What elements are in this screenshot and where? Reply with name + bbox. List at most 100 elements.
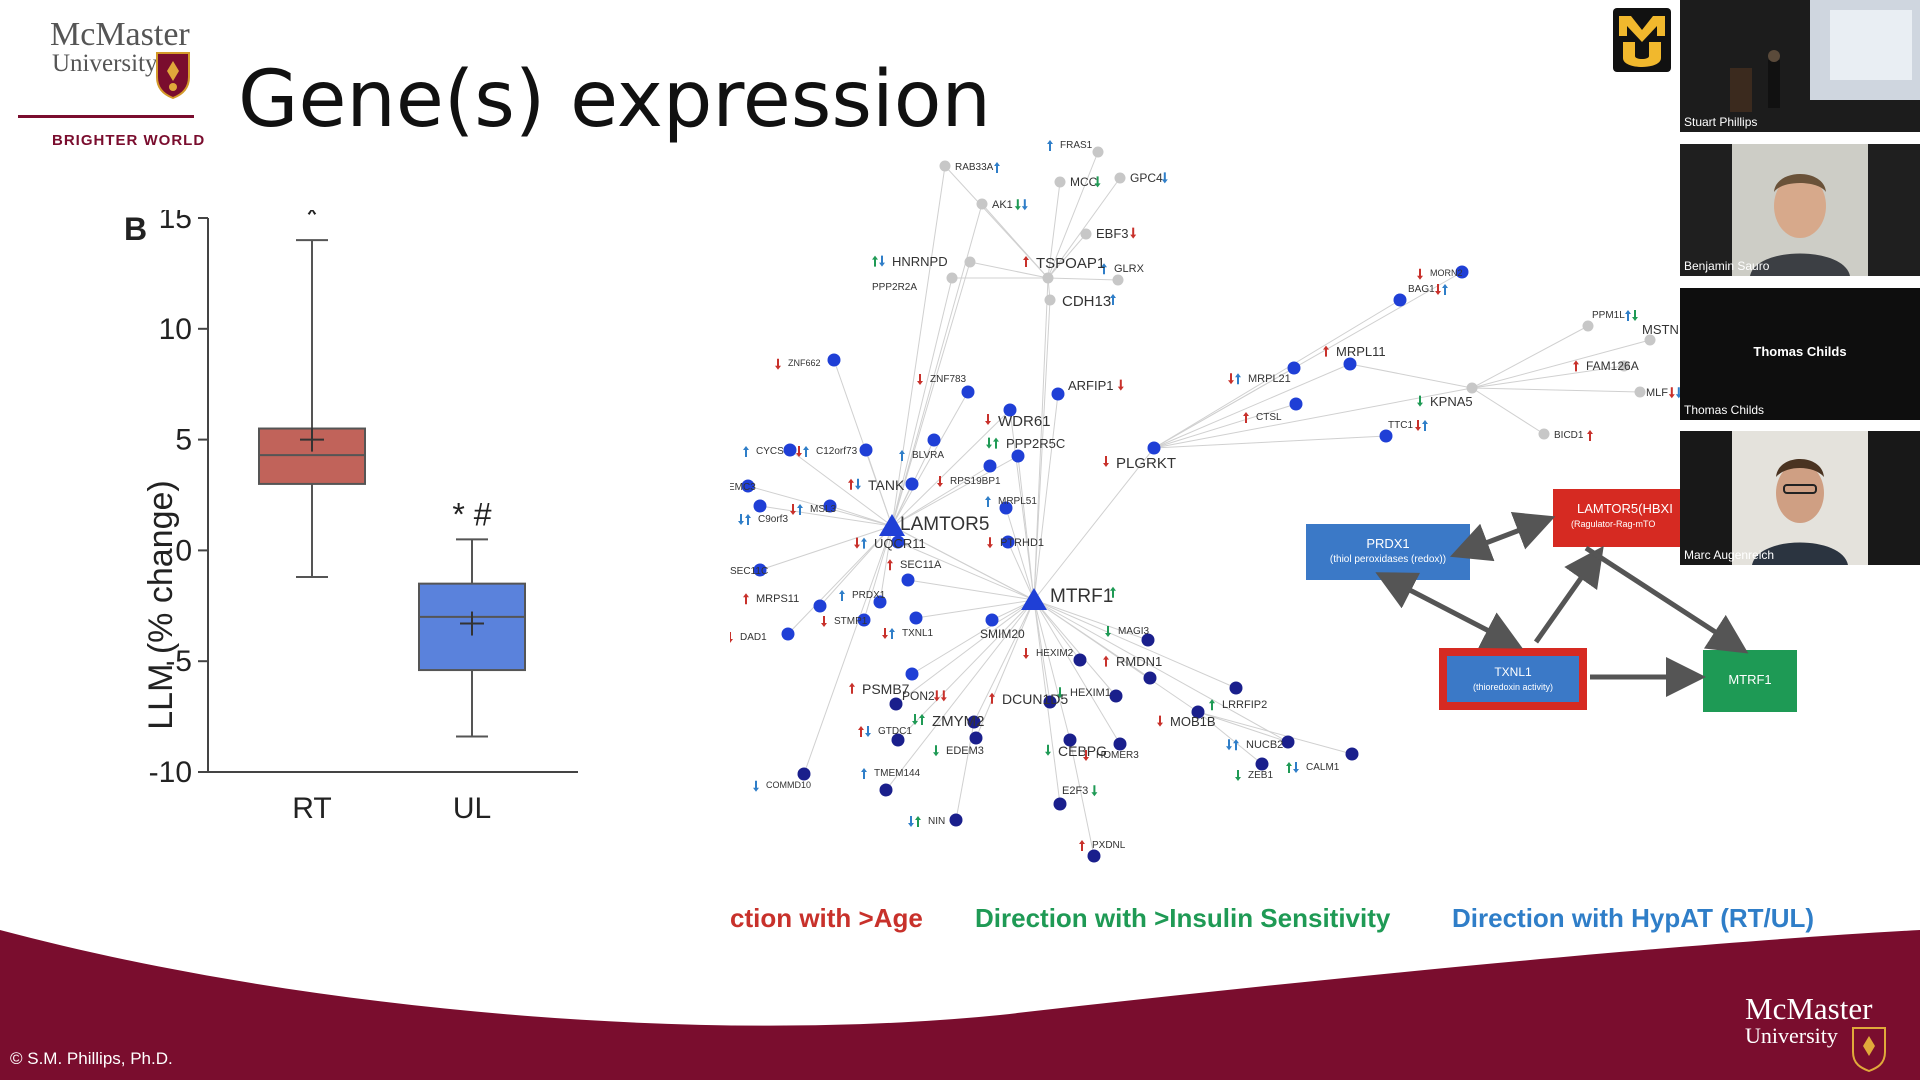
network-edge — [891, 261, 971, 527]
arrow-down-icon — [908, 816, 914, 827]
arrow-down-icon — [1021, 199, 1028, 211]
node-label: PPP2R5C — [1006, 436, 1065, 451]
node-dot — [1042, 272, 1054, 284]
txnl1-subtitle: (thioredoxin activity) — [1472, 682, 1554, 692]
node-dot — [1582, 320, 1594, 332]
network-edge — [759, 525, 893, 571]
node-label: PSMB7 — [862, 681, 910, 697]
network-edge — [1033, 277, 1049, 601]
node-dot — [753, 563, 767, 577]
gene-node-sec11c: SEC11C — [730, 563, 768, 577]
gene-node-mob1b: MOB1B — [1157, 705, 1216, 729]
network-edge — [1047, 233, 1087, 279]
arrow-up-icon — [1422, 420, 1428, 431]
node-label: PON2 — [902, 689, 935, 703]
arrow-up-icon — [1047, 140, 1053, 151]
node-dot — [1043, 695, 1057, 709]
node-dot — [1092, 146, 1104, 158]
gene-node-magi3: MAGI3 — [1105, 626, 1155, 647]
node-label: C12orf73 — [816, 446, 858, 457]
gene-node-zmym2: ZMYM2 — [912, 713, 985, 730]
y-axis-label: LLM (% change) — [142, 480, 180, 729]
gene-node-sec11a: SEC11A — [887, 559, 942, 587]
arrow-down-icon — [1105, 626, 1111, 637]
participant-tile-3[interactable]: Thomas Childs Thomas Childs — [1680, 288, 1920, 420]
footer-brand-bottom: University — [1745, 1023, 1838, 1048]
arrow-down-icon — [933, 690, 940, 702]
arrow-down-icon — [879, 255, 885, 267]
node-dot — [741, 479, 755, 493]
gene-node-ctsl: CTSL — [1243, 397, 1303, 423]
participant-tile-2[interactable]: Benjamin Sauro — [1680, 144, 1920, 276]
node-label: PRDX1 — [852, 590, 886, 601]
network-edge — [829, 505, 893, 527]
brand-top: McMaster — [50, 16, 190, 53]
network-edge — [1471, 339, 1651, 389]
node-dot — [1147, 441, 1161, 455]
node-label: AK1 — [992, 199, 1013, 211]
arrow-down-icon — [1235, 770, 1241, 781]
participant-tile-1[interactable]: Stuart Phillips — [1680, 0, 1920, 132]
gene-node-lrrfip2: LRRFIP2 — [1209, 681, 1267, 711]
node-label: C9orf3 — [758, 514, 788, 525]
arrow-up-icon — [849, 682, 855, 694]
network-edge — [885, 599, 1035, 791]
node-label: BLVRA — [912, 450, 944, 461]
network-edge — [975, 599, 1035, 739]
arrow-down-icon — [1293, 762, 1299, 773]
node-label: CDH13 — [1062, 293, 1111, 310]
node-dot — [985, 613, 999, 627]
node-label: PXDNL — [1092, 840, 1126, 851]
arrow-down-icon — [882, 628, 888, 639]
node-dot — [1466, 382, 1478, 394]
node-dot — [1080, 228, 1092, 240]
slide-title: Gene(s) expression — [238, 55, 991, 145]
gene-node-rab33a: RAB33A — [939, 160, 1000, 173]
network-edge — [747, 485, 893, 527]
arrow-down-icon — [917, 374, 923, 385]
crest-icon — [156, 52, 190, 99]
arrow-down-icon — [985, 414, 991, 425]
gene-node-wdr61: WDR61 — [985, 403, 1051, 430]
arrow-down-icon — [986, 437, 992, 449]
legend-age: ction with >Age — [730, 903, 923, 933]
network-edge — [1033, 599, 1289, 743]
node-dot — [797, 767, 811, 781]
participant-tile-4[interactable]: Marc Augenreich — [1680, 431, 1920, 565]
prdx1-title: PRDX1 — [1366, 536, 1410, 551]
node-dot — [946, 272, 958, 284]
gene-node-txnl1: TXNL1 — [882, 611, 934, 639]
participant-name: Marc Augenreich — [1684, 548, 1775, 562]
y-tick-label: 15 — [159, 210, 192, 235]
gene-node-mtrf1: MTRF1 — [1021, 586, 1116, 610]
network-edge — [1033, 599, 1121, 745]
mtrf1-title: MTRF1 — [1728, 672, 1772, 687]
mizzou-logo-icon — [1613, 8, 1671, 72]
footer-logo: McMaster University — [1745, 993, 1915, 1073]
x-tick-label: RT — [292, 792, 331, 825]
node-dot — [879, 783, 893, 797]
node-dot — [753, 499, 767, 513]
node-label: MSTN — [1642, 322, 1679, 337]
node-dot — [823, 499, 837, 513]
node-dot — [1618, 360, 1630, 372]
node-label: TANK — [868, 477, 905, 493]
network-edge — [973, 599, 1035, 723]
arrow-down-icon — [933, 745, 939, 757]
axes — [207, 218, 578, 773]
panel-label: B — [124, 211, 147, 247]
arrow-up-icon — [1103, 655, 1109, 667]
network-edge — [891, 165, 946, 527]
node-label: MOB1B — [1170, 714, 1216, 729]
gene-node-nin: NIN — [908, 813, 963, 827]
lamtor5-subtitle: (Ragulator-Rag-mTO — [1571, 519, 1656, 529]
arrow-up-icon — [1573, 360, 1579, 372]
network-edge — [879, 525, 893, 603]
network-edge — [897, 541, 1035, 601]
node-label: ZMYM2 — [932, 713, 985, 730]
node-dot — [1289, 397, 1303, 411]
node-dot — [1644, 334, 1656, 346]
node-dot — [1003, 403, 1017, 417]
